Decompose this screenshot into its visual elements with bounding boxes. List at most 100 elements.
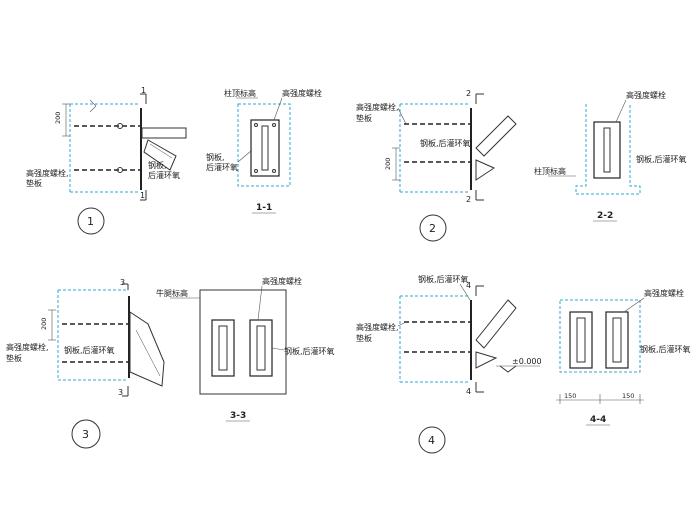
bracket-brace (475, 159, 496, 181)
bracket-arm (475, 115, 517, 157)
break-line (89, 99, 97, 113)
detail-number-circle (419, 214, 447, 242)
washer-label: 垫板 (356, 113, 372, 123)
column-section (237, 103, 291, 187)
slot (612, 317, 622, 363)
base-plate (569, 311, 593, 369)
grout-label: 后灌环氧 (148, 170, 180, 180)
base-plate (605, 311, 629, 369)
section-1-1: 柱顶标高 高强度螺栓 钢板, 后灌环氧 1-1 (206, 88, 322, 214)
dimension-left: 150 (564, 392, 576, 400)
section-grout-label: 后灌环氧 (206, 162, 238, 172)
section-steel-label: 钢板,后灌环氧 (284, 346, 335, 356)
bolt-hole (254, 169, 258, 173)
section-title: 3-3 (230, 411, 246, 421)
bolt-label: 高强度螺栓, (26, 168, 69, 178)
detail-2: 200 2 2 高强度螺栓, 垫板 钢板,后灌环氧 2 (356, 89, 517, 242)
cut-mark (475, 285, 484, 296)
bracket-brace (475, 351, 498, 369)
section-3-3: 牛腿标高 高强度螺栓 钢板,后灌环氧 3-3 (156, 276, 335, 422)
section-bolt-label: 高强度螺栓 (282, 88, 322, 98)
section-steel-label: 钢板,后灌环氧 (636, 154, 687, 164)
cut-mark (140, 190, 147, 201)
bolt-head (117, 167, 123, 173)
steel-grout-label: 钢板,后灌环氧 (420, 138, 471, 148)
cut-mark (475, 190, 484, 201)
leader (459, 283, 471, 301)
detail-4: 4 4 钢板,后灌环氧 高强度螺栓, 垫板 ±0.000 4 (356, 274, 542, 454)
slot (261, 125, 269, 171)
level-marker (499, 365, 517, 373)
cut-mark-label: 3 (118, 388, 123, 397)
steel-label: 钢板, (148, 160, 167, 170)
column-outline (399, 103, 470, 193)
bracket (129, 311, 165, 387)
steel-grout-label: 钢板,后灌环氧 (418, 274, 469, 284)
hatch-line (149, 143, 173, 159)
steel-grout-label: 钢板,后灌环氧 (64, 345, 115, 355)
section-4-4: 高强度螺栓 钢板,后灌环氧 150 150 4-4 (556, 288, 691, 426)
column-section (575, 104, 641, 195)
cut-mark (475, 382, 484, 393)
base-plate (249, 319, 273, 377)
top-level-label: 柱顶标高 (224, 88, 256, 98)
bolt-label: 高强度螺栓, (356, 322, 399, 332)
bolt-hole (254, 123, 258, 127)
cut-mark-label: 1 (140, 191, 145, 200)
cut-mark-label: 2 (466, 89, 471, 98)
section-bolt-label: 高强度螺栓 (626, 90, 666, 100)
cut-mark (122, 386, 129, 397)
detail-number-circle (71, 419, 101, 449)
level-label: ±0.000 (512, 357, 542, 366)
top-level-label: 柱顶标高 (534, 166, 566, 176)
leader (273, 97, 283, 121)
section-steel-label: 钢板, (206, 152, 225, 162)
cut-mark (475, 93, 484, 104)
leader (615, 99, 627, 123)
washer-label: 垫板 (26, 178, 42, 188)
column-outline (69, 103, 140, 193)
dimension-value: 200 (384, 158, 392, 170)
section-outline (199, 289, 287, 395)
section-2-2: 高强度螺栓 钢板,后灌环氧 柱顶标高 2-2 (534, 90, 687, 222)
column-section (559, 299, 641, 373)
section-steel-label: 钢板,后灌环氧 (640, 344, 691, 354)
cut-mark-label: 4 (466, 387, 471, 396)
detail-number-circle (77, 207, 105, 235)
cut-mark-label: 4 (466, 281, 471, 290)
section-bolt-label: 高强度螺栓 (644, 288, 684, 298)
bolt-label: 高强度螺栓, (356, 102, 399, 112)
leader (237, 149, 253, 163)
bolt-head (117, 123, 123, 129)
base-plate (250, 119, 280, 177)
cut-mark-label: 3 (120, 278, 125, 287)
dimension-value: 200 (54, 112, 62, 124)
slot (256, 325, 266, 371)
detail-number: 2 (429, 222, 436, 235)
cut-mark (122, 283, 129, 290)
dimension-right: 150 (622, 392, 634, 400)
washer-label: 垫板 (6, 353, 22, 363)
hatch-line (135, 329, 161, 377)
bracket-arm (475, 299, 517, 349)
section-title: 2-2 (597, 211, 613, 221)
bracket-brace (143, 139, 177, 171)
detail-number: 3 (82, 428, 89, 441)
section-title: 4-4 (590, 415, 606, 425)
cut-mark-label: 2 (466, 195, 471, 204)
cut-mark-label: 1 (141, 86, 146, 95)
column-outline (399, 295, 470, 383)
bolt-label: 高强度螺栓, (6, 342, 49, 352)
bolt-hole (272, 169, 276, 173)
slot (603, 127, 611, 173)
bolt-hole (272, 123, 276, 127)
column-outline (57, 289, 128, 381)
slot (576, 317, 586, 363)
bracket-arm (141, 127, 187, 139)
slot (218, 325, 228, 371)
leader (623, 297, 645, 313)
leader (271, 347, 285, 351)
cut-mark (140, 93, 147, 104)
section-title: 1-1 (256, 203, 272, 213)
